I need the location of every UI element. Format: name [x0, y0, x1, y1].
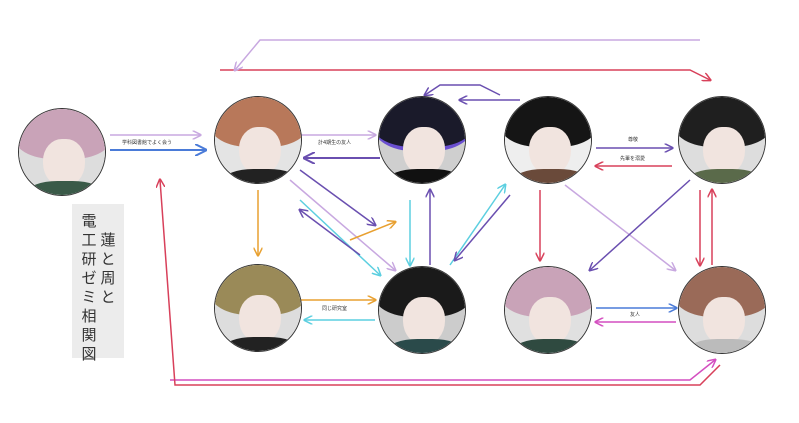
- portrait-pink-hair-left[interactable]: [18, 108, 106, 196]
- portrait-glasses[interactable]: [214, 264, 302, 352]
- label-friend: 友人: [630, 312, 641, 318]
- label-respect: 尊敬: [628, 137, 639, 143]
- portrait-black-purple-hair[interactable]: [378, 96, 466, 184]
- portrait-black-hair[interactable]: [504, 96, 592, 184]
- label-dote: 先輩を溺愛: [620, 156, 646, 162]
- portrait-pink-hair-center[interactable]: [504, 266, 592, 354]
- label-lab: 同じ研究室: [322, 306, 348, 312]
- portrait-dark-hair-right[interactable]: [678, 96, 766, 184]
- title-box: 電工研ゼミ相関図 蓮と周と: [72, 204, 124, 363]
- label-library: 学科図書館でよく会う: [122, 140, 173, 146]
- label-friend-4th: 計4期生の友人: [318, 140, 352, 146]
- portrait-brown-hair[interactable]: [214, 96, 302, 184]
- portrait-dark-hair-center[interactable]: [378, 266, 466, 354]
- title-sub: 蓮と周と: [100, 231, 116, 306]
- portrait-brown-long-hair[interactable]: [678, 266, 766, 354]
- title-main: 電工研ゼミ相関図: [81, 212, 97, 363]
